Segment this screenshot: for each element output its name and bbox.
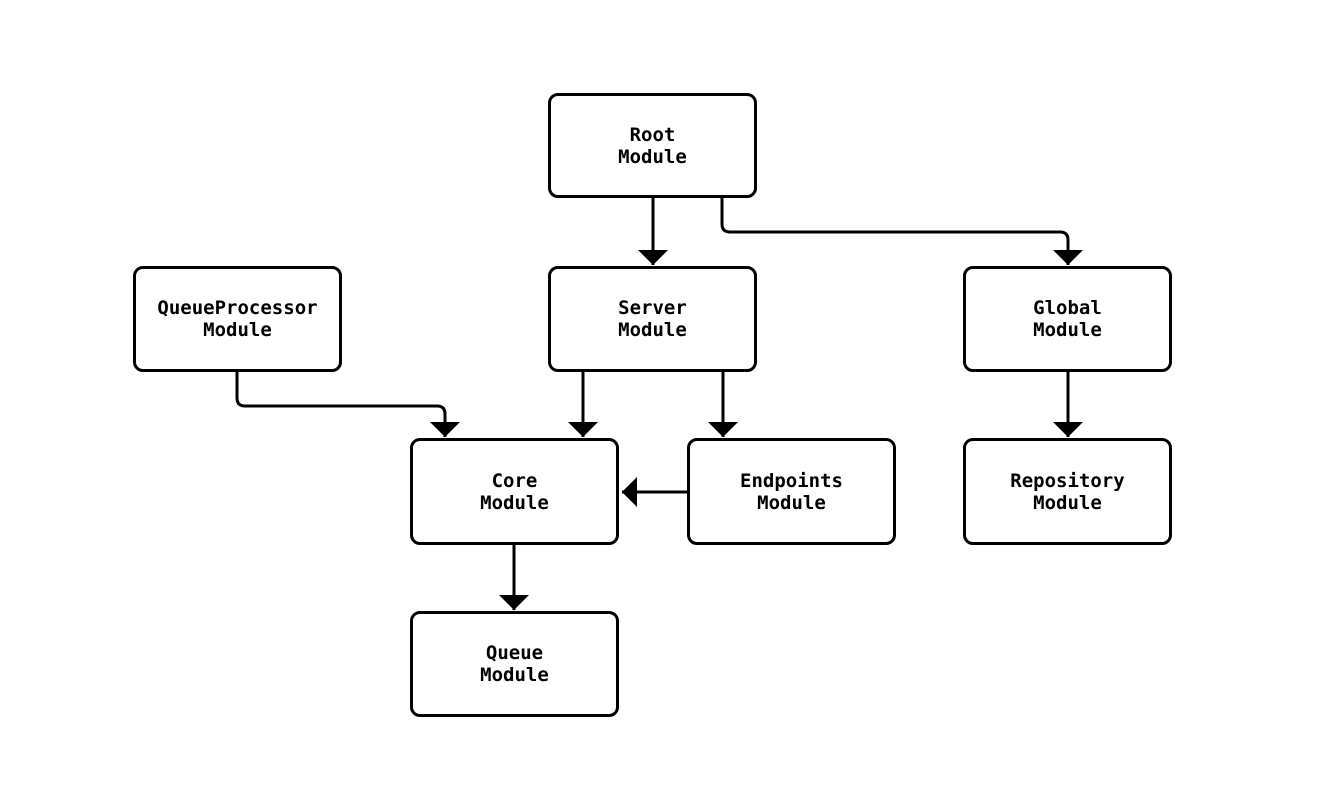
node-label-line1: Endpoints (740, 469, 843, 492)
node-root-module: Root Module (548, 93, 757, 198)
node-label-line2: Module (203, 319, 272, 341)
node-label-line1: Repository (1010, 469, 1125, 492)
node-repository-module: Repository Module (963, 438, 1172, 545)
node-core-module: Core Module (410, 438, 619, 545)
node-label-line1: Root (629, 123, 676, 146)
node-label-line1: Server (618, 297, 687, 319)
node-global-module: Global Module (963, 266, 1172, 372)
node-label-line1: Queue (485, 642, 544, 664)
node-label-line1: Core (491, 469, 538, 492)
edge-root-to-global (720, 198, 1083, 265)
node-server-module: Server Module (548, 266, 757, 372)
node-label-line2: Module (618, 145, 687, 168)
node-label-line2: Module (1033, 491, 1102, 514)
node-queueprocessor-module: QueueProcessor Module (133, 266, 342, 372)
node-label-line2: Module (480, 491, 549, 514)
node-label-line2: Module (618, 319, 687, 341)
node-queue-module: Queue Module (410, 611, 619, 717)
node-label-line2: Module (480, 664, 549, 686)
edge-queueprocessor-to-core (235, 372, 460, 437)
node-endpoints-module: Endpoints Module (687, 438, 896, 545)
node-label-line2: Module (1033, 319, 1102, 341)
node-label-line2: Module (757, 491, 826, 514)
node-label-line1: Global (1033, 297, 1102, 319)
node-label-line1: QueueProcessor (157, 297, 318, 319)
